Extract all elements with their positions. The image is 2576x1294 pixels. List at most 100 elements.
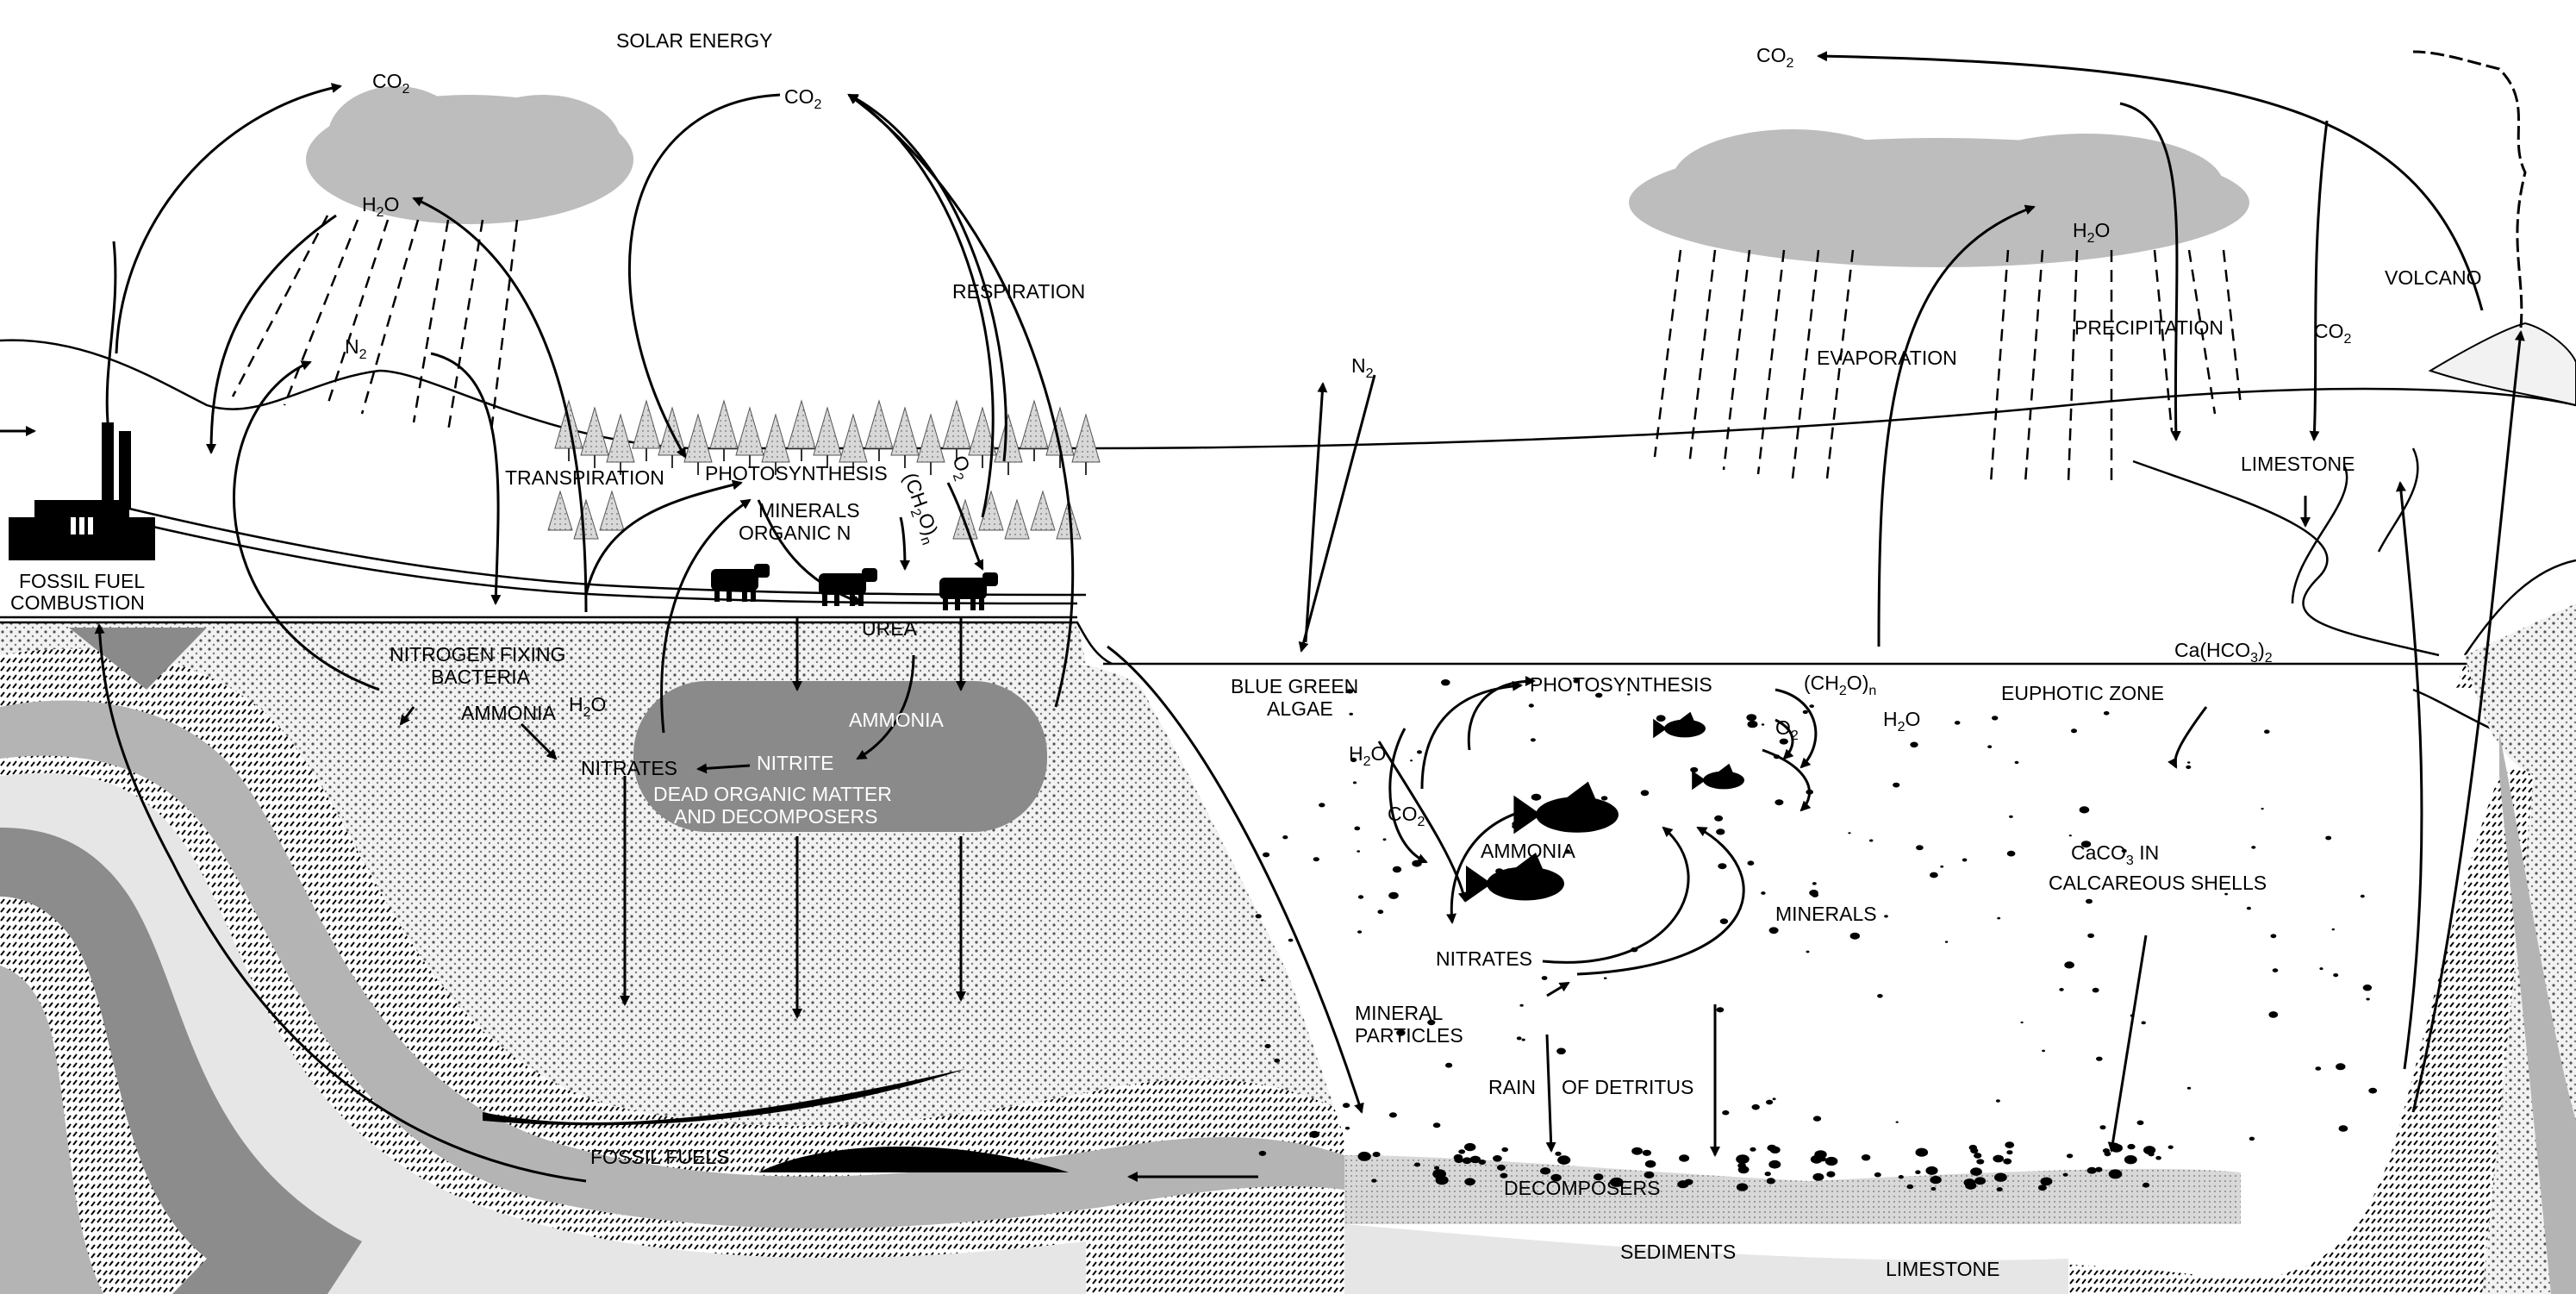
particle: [1812, 1116, 1822, 1122]
particle: [1519, 1003, 1524, 1007]
particle: [2186, 1086, 2192, 1090]
sediment-particle: [1925, 1166, 1938, 1175]
tree-icon: [1004, 498, 1030, 540]
sediment-particle: [1769, 1146, 1781, 1154]
tree-icon: [573, 498, 599, 540]
particle: [2059, 988, 2064, 991]
particle: [1916, 845, 1924, 851]
tree-icon: [761, 413, 790, 475]
particle: [1445, 1062, 1453, 1068]
tree-icon: [1071, 413, 1101, 475]
particle: [1441, 679, 1450, 686]
particle: [1344, 1126, 1350, 1130]
particle: [1530, 738, 1536, 742]
tree-icon: [658, 406, 687, 468]
particle: [2368, 1087, 2378, 1094]
particle: [2096, 1056, 2103, 1061]
particle: [2014, 760, 2019, 765]
particle: [1352, 781, 1357, 785]
tree-icon: [547, 490, 573, 531]
sediment-particle: [1371, 1178, 1377, 1183]
particle: [1263, 852, 1270, 858]
particle: [1992, 716, 1999, 721]
particle: [1656, 715, 1666, 722]
particle: [1640, 790, 1650, 797]
particle: [1812, 882, 1817, 885]
label-blue-green: BLUE GREEN: [1231, 675, 1358, 697]
tree-icon: [547, 399, 1101, 540]
label-minerals-ocean: MINERALS: [1775, 903, 1877, 925]
tree-icon: [1045, 406, 1075, 468]
particle: [1319, 803, 1325, 808]
cow-icon: [939, 572, 998, 610]
particle: [1536, 872, 1543, 878]
sediment-particle: [1974, 1177, 1987, 1185]
sediment-particle: [1493, 1155, 1502, 1162]
dead-organic-matter-pool: [633, 681, 1047, 832]
tree-icon: [890, 406, 920, 468]
tree-icon: [1020, 399, 1049, 461]
label-co2-left: CO2: [372, 70, 410, 97]
particle: [1357, 930, 1363, 934]
particle: [1377, 910, 1384, 915]
sediment-particle: [1550, 1173, 1562, 1182]
particle: [1388, 891, 1399, 899]
particle: [1382, 838, 1387, 841]
tree-icon: [580, 406, 609, 468]
label-calcareous-shells: CALCAREOUS SHELLS: [2049, 872, 2267, 894]
particle: [1357, 850, 1361, 853]
sediment-particle: [1609, 1177, 1624, 1187]
particle: [1506, 868, 1510, 871]
particle: [1809, 704, 1814, 708]
particle: [2042, 1049, 2046, 1053]
particle: [1747, 720, 1758, 728]
particle: [1761, 723, 1765, 726]
label-ch2o-ocean: (CH2O)n: [1804, 672, 1876, 698]
particle: [1802, 710, 1808, 715]
sediment-particle: [1970, 1147, 1979, 1154]
particle: [2268, 1011, 2279, 1018]
sediment-particle: [2086, 1166, 2097, 1174]
sediment-particle: [1768, 1160, 1781, 1169]
sediment-particle: [2062, 1172, 2068, 1177]
sediment-particle: [1462, 1157, 1472, 1165]
label-nitrite: NITRITE: [757, 752, 833, 774]
label-minerals-land: MINERALS: [758, 499, 860, 522]
particle: [1893, 782, 1900, 788]
tree-icon: [606, 413, 635, 475]
particle: [1910, 741, 1918, 748]
sediment-particle: [1594, 1173, 1604, 1181]
particle: [2005, 1141, 2015, 1148]
sediment-particle: [1357, 1152, 1371, 1161]
particle: [1877, 994, 1883, 998]
sediment-particle: [2155, 1155, 2161, 1160]
particle: [1495, 868, 1504, 874]
sediment-particle: [1478, 1160, 1487, 1165]
sediment-particle: [2006, 1150, 2013, 1155]
label-co2-top-right: CO2: [1756, 44, 1794, 71]
particle: [1954, 721, 1961, 725]
land-hills: [0, 339, 2576, 605]
sediment-particle: [1970, 1167, 1982, 1176]
label-n2-ocean: N2: [1351, 354, 1374, 381]
particle: [2251, 846, 2256, 849]
fish-icon: [1466, 711, 1744, 902]
sediment-particle: [1644, 1171, 1655, 1178]
label-h2o-ocean-right: H2O: [1883, 708, 1920, 735]
particle: [1432, 1122, 1441, 1128]
label-fossil-fuels: FOSSIL FUELS: [590, 1146, 729, 1168]
particle: [1349, 712, 1353, 716]
cloud-right: [1629, 129, 2249, 267]
particle: [2006, 850, 2016, 857]
particle: [1930, 872, 1938, 878]
particle: [1806, 950, 1810, 953]
particle: [1354, 826, 1361, 831]
label-n2-land: N2: [345, 335, 367, 362]
sediment-particle: [1824, 1156, 1838, 1166]
label-co2-volcano: CO2: [2314, 320, 2352, 347]
tree-icon: [709, 399, 739, 461]
particle: [1775, 799, 1784, 806]
river: [2132, 447, 2440, 657]
particle: [2336, 1063, 2346, 1071]
